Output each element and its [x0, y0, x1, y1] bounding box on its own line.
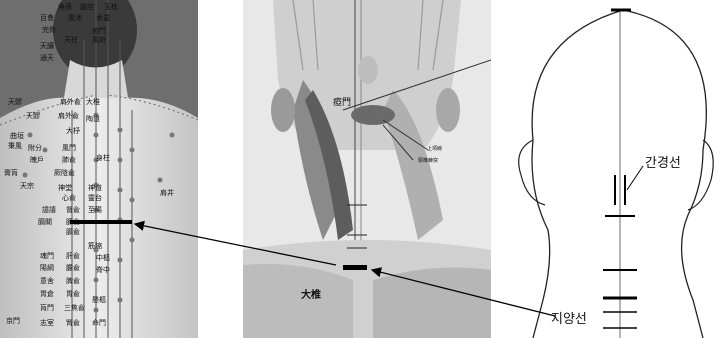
svg-text:膈兪: 膈兪	[66, 227, 80, 236]
svg-text:意舍: 意舍	[40, 276, 54, 285]
svg-text:中樞: 中樞	[96, 253, 110, 262]
svg-text:胃兪: 胃兪	[66, 289, 80, 298]
svg-text:天髎: 天髎	[8, 98, 22, 106]
svg-text:心兪: 心兪	[62, 193, 76, 202]
svg-text:大椎: 大椎	[301, 288, 321, 301]
svg-text:頸椎棘突: 頸椎棘突	[418, 157, 438, 164]
svg-text:天柱: 天柱	[64, 35, 78, 44]
back-figure-drawing: 角孫腦空玉枕 百會風池承靈 完骨天柱風府 瘂門通天天牖 天髎肩外兪大椎 天髎肩外…	[0, 0, 198, 338]
head-outline-diagram: 간경선 지양선	[503, 0, 721, 338]
gangyeongseon-label: 간경선	[645, 152, 681, 171]
svg-text:命門: 命門	[92, 318, 106, 327]
svg-text:督兪: 督兪	[66, 205, 80, 214]
svg-text:瘂門: 瘂門	[92, 26, 106, 35]
svg-text:譩譆: 譩譆	[42, 205, 56, 214]
svg-text:承靈: 承靈	[96, 13, 110, 22]
svg-text:至陽: 至陽	[88, 205, 102, 214]
svg-text:附分: 附分	[28, 143, 42, 152]
svg-text:志室: 志室	[40, 318, 54, 327]
svg-text:肺兪: 肺兪	[62, 155, 76, 164]
svg-text:百會: 百會	[40, 13, 54, 22]
svg-text:肩外兪: 肩外兪	[58, 111, 79, 120]
svg-text:天髎: 天髎	[26, 112, 40, 120]
svg-text:三焦兪: 三焦兪	[64, 303, 85, 312]
svg-text:風池: 風池	[68, 13, 82, 22]
svg-text:京門: 京門	[6, 316, 20, 325]
svg-text:玉枕: 玉枕	[104, 2, 118, 11]
svg-text:靈台: 靈台	[88, 193, 102, 202]
svg-text:神堂: 神堂	[58, 183, 72, 192]
svg-text:魄戶: 魄戶	[30, 155, 44, 164]
svg-text:天宗: 天宗	[20, 181, 34, 190]
svg-text:懸樞: 懸樞	[92, 295, 106, 304]
svg-text:肓門: 肓門	[40, 303, 54, 312]
svg-text:上項線: 上項線	[427, 145, 442, 152]
svg-text:秉風: 秉風	[8, 141, 22, 150]
neck-anatomy-drawing: 瘂門 上項線 頸椎棘突 大椎	[243, 0, 491, 338]
svg-text:腎兪: 腎兪	[66, 318, 80, 327]
svg-text:角孫: 角孫	[58, 2, 72, 11]
svg-text:通天: 通天	[40, 53, 54, 62]
svg-text:神道: 神道	[88, 183, 102, 192]
svg-text:膈關: 膈關	[38, 218, 52, 226]
svg-text:魂門: 魂門	[40, 251, 54, 260]
svg-text:胃倉: 胃倉	[40, 289, 54, 298]
jiyangseon-label: 지양선	[551, 308, 587, 327]
svg-text:肝兪: 肝兪	[66, 251, 80, 260]
svg-text:瘂門: 瘂門	[333, 96, 351, 108]
svg-text:膏肓: 膏肓	[4, 168, 18, 177]
svg-text:陶道: 陶道	[86, 114, 100, 123]
svg-text:腦空: 腦空	[80, 2, 94, 11]
head-outline-drawing	[503, 0, 721, 338]
svg-text:風門: 風門	[62, 144, 76, 152]
svg-text:陽綱: 陽綱	[40, 263, 54, 272]
svg-text:身柱: 身柱	[96, 153, 110, 162]
svg-text:風府: 風府	[92, 35, 106, 44]
svg-text:大椎: 大椎	[86, 97, 100, 106]
svg-text:曲垣: 曲垣	[10, 131, 24, 140]
svg-text:脊中: 脊中	[96, 265, 110, 274]
svg-text:肩井: 肩井	[160, 188, 174, 197]
svg-text:厥陰兪: 厥陰兪	[54, 168, 75, 177]
back-acupoint-chart: 角孫腦空玉枕 百會風池承靈 完骨天柱風府 瘂門通天天牖 天髎肩外兪大椎 天髎肩外…	[0, 0, 198, 338]
svg-text:膽兪: 膽兪	[66, 263, 80, 272]
svg-text:肩外兪: 肩外兪	[60, 97, 81, 106]
neck-dissection-image: 瘂門 上項線 頸椎棘突 大椎	[243, 0, 491, 338]
svg-text:筋縮: 筋縮	[88, 241, 102, 250]
svg-text:大杼: 大杼	[66, 126, 80, 135]
svg-text:天牖: 天牖	[40, 41, 54, 50]
svg-text:脾兪: 脾兪	[66, 276, 80, 285]
svg-text:完骨: 完骨	[42, 25, 56, 34]
